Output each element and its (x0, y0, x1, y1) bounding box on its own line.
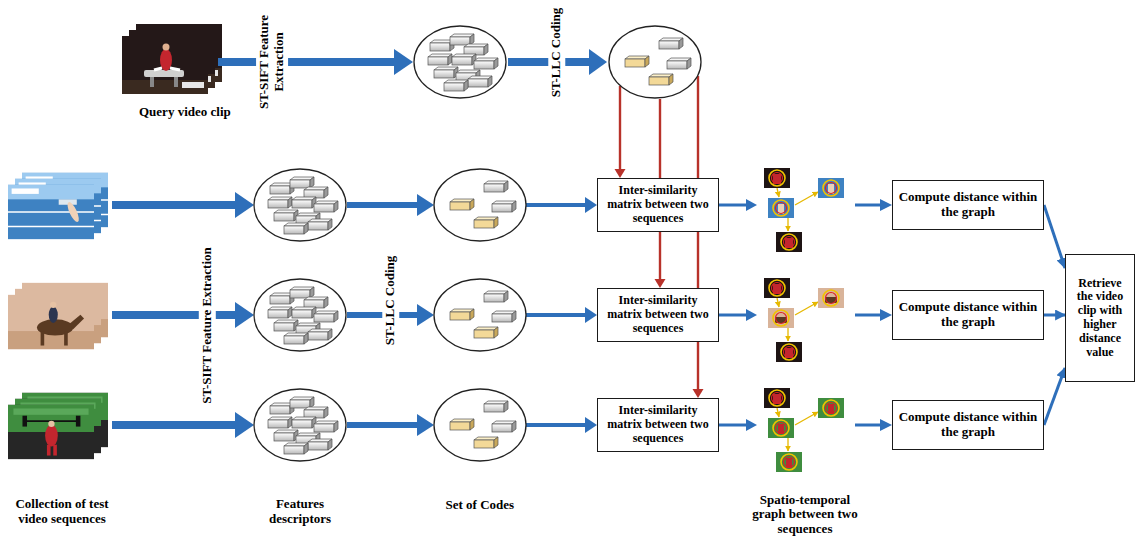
spatio-temporal-graph (764, 278, 844, 362)
box-text: Inter-similarity matrix between two sequ… (602, 294, 714, 335)
column-label: Spatio-temporal graph between two sequen… (742, 493, 868, 538)
box-text: Retrieve the video clip with higher dist… (1070, 277, 1130, 360)
process-box: Compute distance within the graph (892, 400, 1044, 450)
process-box: Compute distance within the graph (892, 290, 1044, 340)
column-label: Collection of test video sequences (0, 497, 124, 527)
flow-connector (1044, 205, 1065, 268)
column-label: Features descriptors (252, 497, 348, 527)
box-text: Compute distance within the graph (897, 300, 1039, 330)
result-box: Retrieve the video clip with higher dist… (1065, 254, 1135, 382)
flow-connector (1044, 314, 1065, 317)
process-box: Compute distance within the graph (892, 180, 1044, 230)
test-video-frames (8, 173, 108, 459)
matrix-box: Inter-similarity matrix between two sequ… (597, 178, 719, 232)
flow-connector (1044, 368, 1065, 425)
step-label: ST-LLC Coding (382, 252, 399, 347)
spatio-temporal-graph (764, 168, 844, 252)
box-text: Inter-similarity matrix between two sequ… (602, 184, 714, 225)
caption-label: Query video clip (139, 105, 231, 120)
step-label: ST-SIFT Feature Extraction (256, 6, 288, 118)
query-code-arrows (615, 76, 704, 398)
step-label: ST-SIFT Feature Extraction (198, 244, 215, 407)
box-text: Inter-similarity matrix between two sequ… (602, 404, 714, 445)
code-ellipses (434, 26, 701, 461)
column-label: Set of Codes (446, 498, 515, 513)
flow-arrows (112, 49, 892, 438)
matrix-box: Inter-similarity matrix between two sequ… (597, 288, 719, 342)
box-text: Compute distance within the graph (897, 190, 1039, 220)
step-label: ST-LLC Coding (548, 4, 565, 99)
query-video-frames (122, 24, 222, 94)
box-text: Compute distance within the graph (897, 410, 1039, 440)
matrix-box: Inter-similarity matrix between two sequ… (597, 398, 719, 452)
spatio-temporal-graph (764, 388, 844, 472)
